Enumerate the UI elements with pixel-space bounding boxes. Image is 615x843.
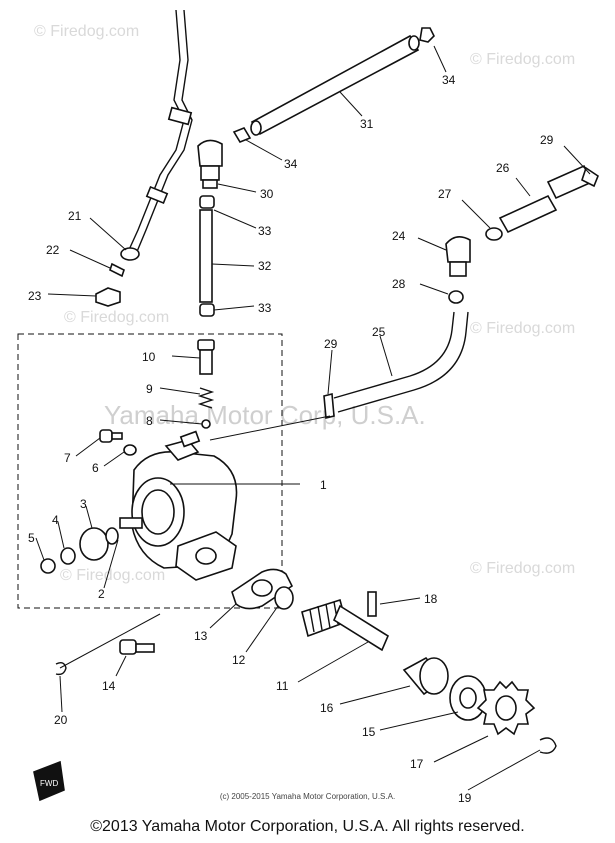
part-label-33-lower: 33 bbox=[258, 301, 272, 315]
bolt-14 bbox=[119, 639, 155, 655]
gear-17 bbox=[476, 680, 536, 736]
part-label-34-lower: 34 bbox=[284, 157, 298, 171]
footer-copyright: ©2013 Yamaha Motor Corporation, U.S.A. A… bbox=[90, 818, 525, 835]
clip-20 bbox=[55, 661, 67, 676]
clip-34 bbox=[232, 127, 252, 143]
seal-12 bbox=[274, 586, 294, 610]
throttle-cable bbox=[127, 9, 193, 255]
part-label-16: 16 bbox=[320, 701, 334, 715]
watermark-firedog: © Firedog.com bbox=[470, 320, 575, 337]
clip-33-top bbox=[199, 195, 215, 209]
spring-9 bbox=[197, 387, 215, 409]
washer-6 bbox=[123, 444, 137, 456]
fwd-label: FWD bbox=[40, 779, 58, 788]
part-label-18: 18 bbox=[424, 592, 438, 606]
pipe-32 bbox=[199, 209, 213, 303]
leader-lines bbox=[35, 45, 591, 791]
gasket-13-hole bbox=[251, 579, 273, 597]
assembly-box bbox=[17, 333, 283, 609]
part-label-2: 2 bbox=[98, 587, 105, 601]
fwd-arrow: FWD bbox=[33, 760, 65, 802]
part-label-14: 14 bbox=[102, 679, 116, 693]
part-label-20: 20 bbox=[54, 713, 68, 727]
washer-4 bbox=[60, 547, 76, 565]
part-label-24: 24 bbox=[392, 229, 406, 243]
watermark-firedog: © Firedog.com bbox=[60, 567, 165, 584]
pin-18 bbox=[367, 591, 377, 617]
bearing-15-inner bbox=[459, 687, 477, 709]
hose-25 bbox=[323, 311, 469, 420]
part-label-13: 13 bbox=[194, 629, 208, 643]
part-label-9: 9 bbox=[146, 382, 153, 396]
part-label-26: 26 bbox=[496, 161, 510, 175]
worm-shaft-11 bbox=[301, 598, 390, 652]
clip-33-bottom bbox=[199, 303, 215, 317]
watermark-center: Yamaha Motor Corp, U.S.A. bbox=[104, 400, 426, 430]
part-label-32: 32 bbox=[258, 259, 272, 273]
part-label-23: 23 bbox=[28, 289, 42, 303]
part-label-21: 21 bbox=[68, 209, 82, 223]
watermark-firedog: © Firedog.com bbox=[470, 560, 575, 577]
part-label-22: 22 bbox=[46, 243, 60, 257]
part-label-30: 30 bbox=[260, 187, 274, 201]
part-label-8: 8 bbox=[146, 414, 153, 428]
part-label-15: 15 bbox=[362, 725, 376, 739]
part-label-11: 11 bbox=[276, 679, 289, 693]
part-label-3: 3 bbox=[80, 497, 87, 511]
spacer-16 bbox=[402, 656, 449, 696]
hose-31 bbox=[250, 34, 420, 136]
part-label-12: 12 bbox=[232, 653, 246, 667]
part-label-27: 27 bbox=[438, 187, 452, 201]
inner-copyright: (c) 2005-2015 Yamaha Motor Corporation, … bbox=[219, 792, 396, 801]
part-label-29-upper: 29 bbox=[540, 133, 554, 147]
part-label-4: 4 bbox=[52, 513, 59, 527]
part-label-19: 19 bbox=[458, 791, 472, 805]
clip-19 bbox=[539, 737, 557, 754]
part-label-29-lower: 29 bbox=[324, 337, 338, 351]
part-label-5: 5 bbox=[28, 531, 35, 545]
nut-5 bbox=[40, 558, 56, 574]
part-label-10: 10 bbox=[142, 350, 156, 364]
pulley-3 bbox=[79, 527, 109, 561]
part-label-34-upper: 34 bbox=[442, 73, 456, 87]
watermark-firedog: © Firedog.com bbox=[34, 23, 139, 40]
ball-8 bbox=[201, 419, 211, 429]
clip-34-top bbox=[419, 27, 435, 43]
valve-10 bbox=[197, 339, 215, 375]
fitting-24 bbox=[445, 236, 471, 304]
pin-2 bbox=[105, 527, 119, 545]
part-label-17: 17 bbox=[410, 757, 424, 771]
part-label-25: 25 bbox=[372, 325, 386, 339]
tube-26 bbox=[485, 164, 599, 241]
part-label-31: 31 bbox=[360, 117, 374, 131]
part-label-6: 6 bbox=[92, 461, 99, 475]
watermarks: © Firedog.com © Firedog.com © Firedog.co… bbox=[34, 23, 575, 584]
watermark-firedog: © Firedog.com bbox=[64, 309, 169, 326]
cable-fittings bbox=[95, 247, 140, 307]
watermark-firedog: © Firedog.com bbox=[470, 51, 575, 68]
part-label-28: 28 bbox=[392, 277, 406, 291]
oil-pump-body bbox=[119, 430, 238, 581]
part-label-1: 1 bbox=[320, 478, 327, 492]
part-labels: 1 2 3 4 5 6 7 8 9 10 11 12 13 14 15 16 1… bbox=[28, 73, 554, 805]
fitting-30 bbox=[197, 139, 223, 189]
part-label-7: 7 bbox=[64, 451, 71, 465]
part-label-33-upper: 33 bbox=[258, 224, 272, 238]
screw-7 bbox=[99, 429, 123, 443]
